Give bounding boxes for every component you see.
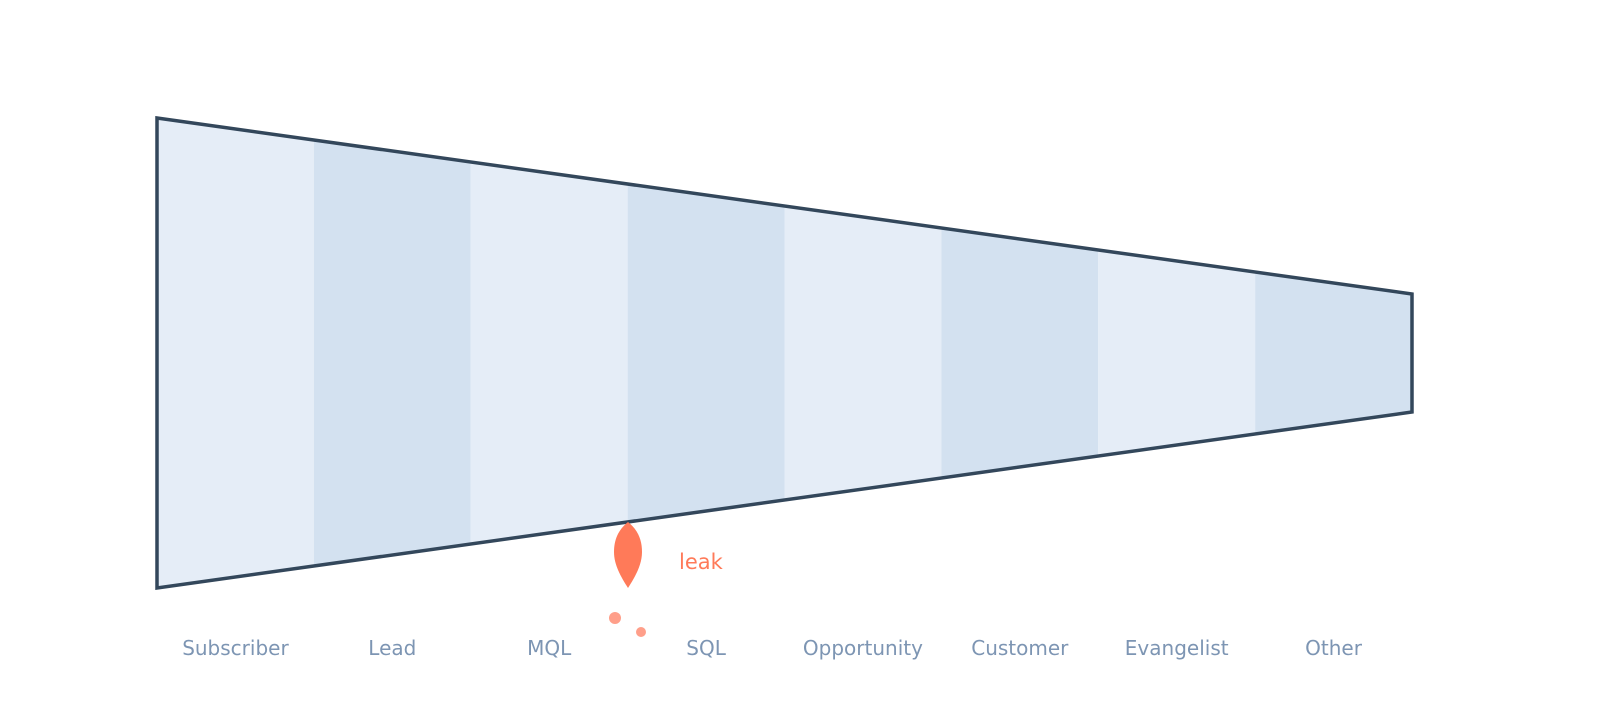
stage-label-lead: Lead bbox=[368, 636, 416, 660]
stage-label-sql: SQL bbox=[686, 636, 726, 660]
leak-label: leak bbox=[679, 550, 724, 574]
funnel-band-mql bbox=[470, 162, 628, 544]
funnel-outline bbox=[155, 115, 1414, 591]
stage-label-subscriber: Subscriber bbox=[182, 636, 289, 660]
stage-label-evangelist: Evangelist bbox=[1125, 636, 1229, 660]
stage-label-other: Other bbox=[1305, 636, 1363, 660]
funnel-band-opportunity bbox=[784, 206, 942, 500]
leak-droplet bbox=[636, 627, 646, 637]
stage-label-mql: MQL bbox=[527, 636, 572, 660]
drop-icon bbox=[614, 522, 642, 588]
funnel-band-lead bbox=[313, 140, 471, 566]
stage-label-customer: Customer bbox=[971, 636, 1069, 660]
funnel-band-subscriber bbox=[157, 118, 314, 588]
funnel-band-customer bbox=[941, 228, 1099, 478]
leak-droplet bbox=[609, 612, 621, 624]
stage-label-opportunity: Opportunity bbox=[803, 636, 923, 660]
funnel-bands bbox=[157, 118, 1412, 588]
stage-labels: Subscriber Lead MQL SQL Opportunity Customer E… bbox=[182, 636, 1363, 660]
funnel-band-sql bbox=[627, 184, 785, 522]
funnel-band-evangelist bbox=[1098, 250, 1256, 456]
funnel-band-other bbox=[1255, 272, 1412, 434]
leak-indicator: leak bbox=[609, 522, 724, 637]
